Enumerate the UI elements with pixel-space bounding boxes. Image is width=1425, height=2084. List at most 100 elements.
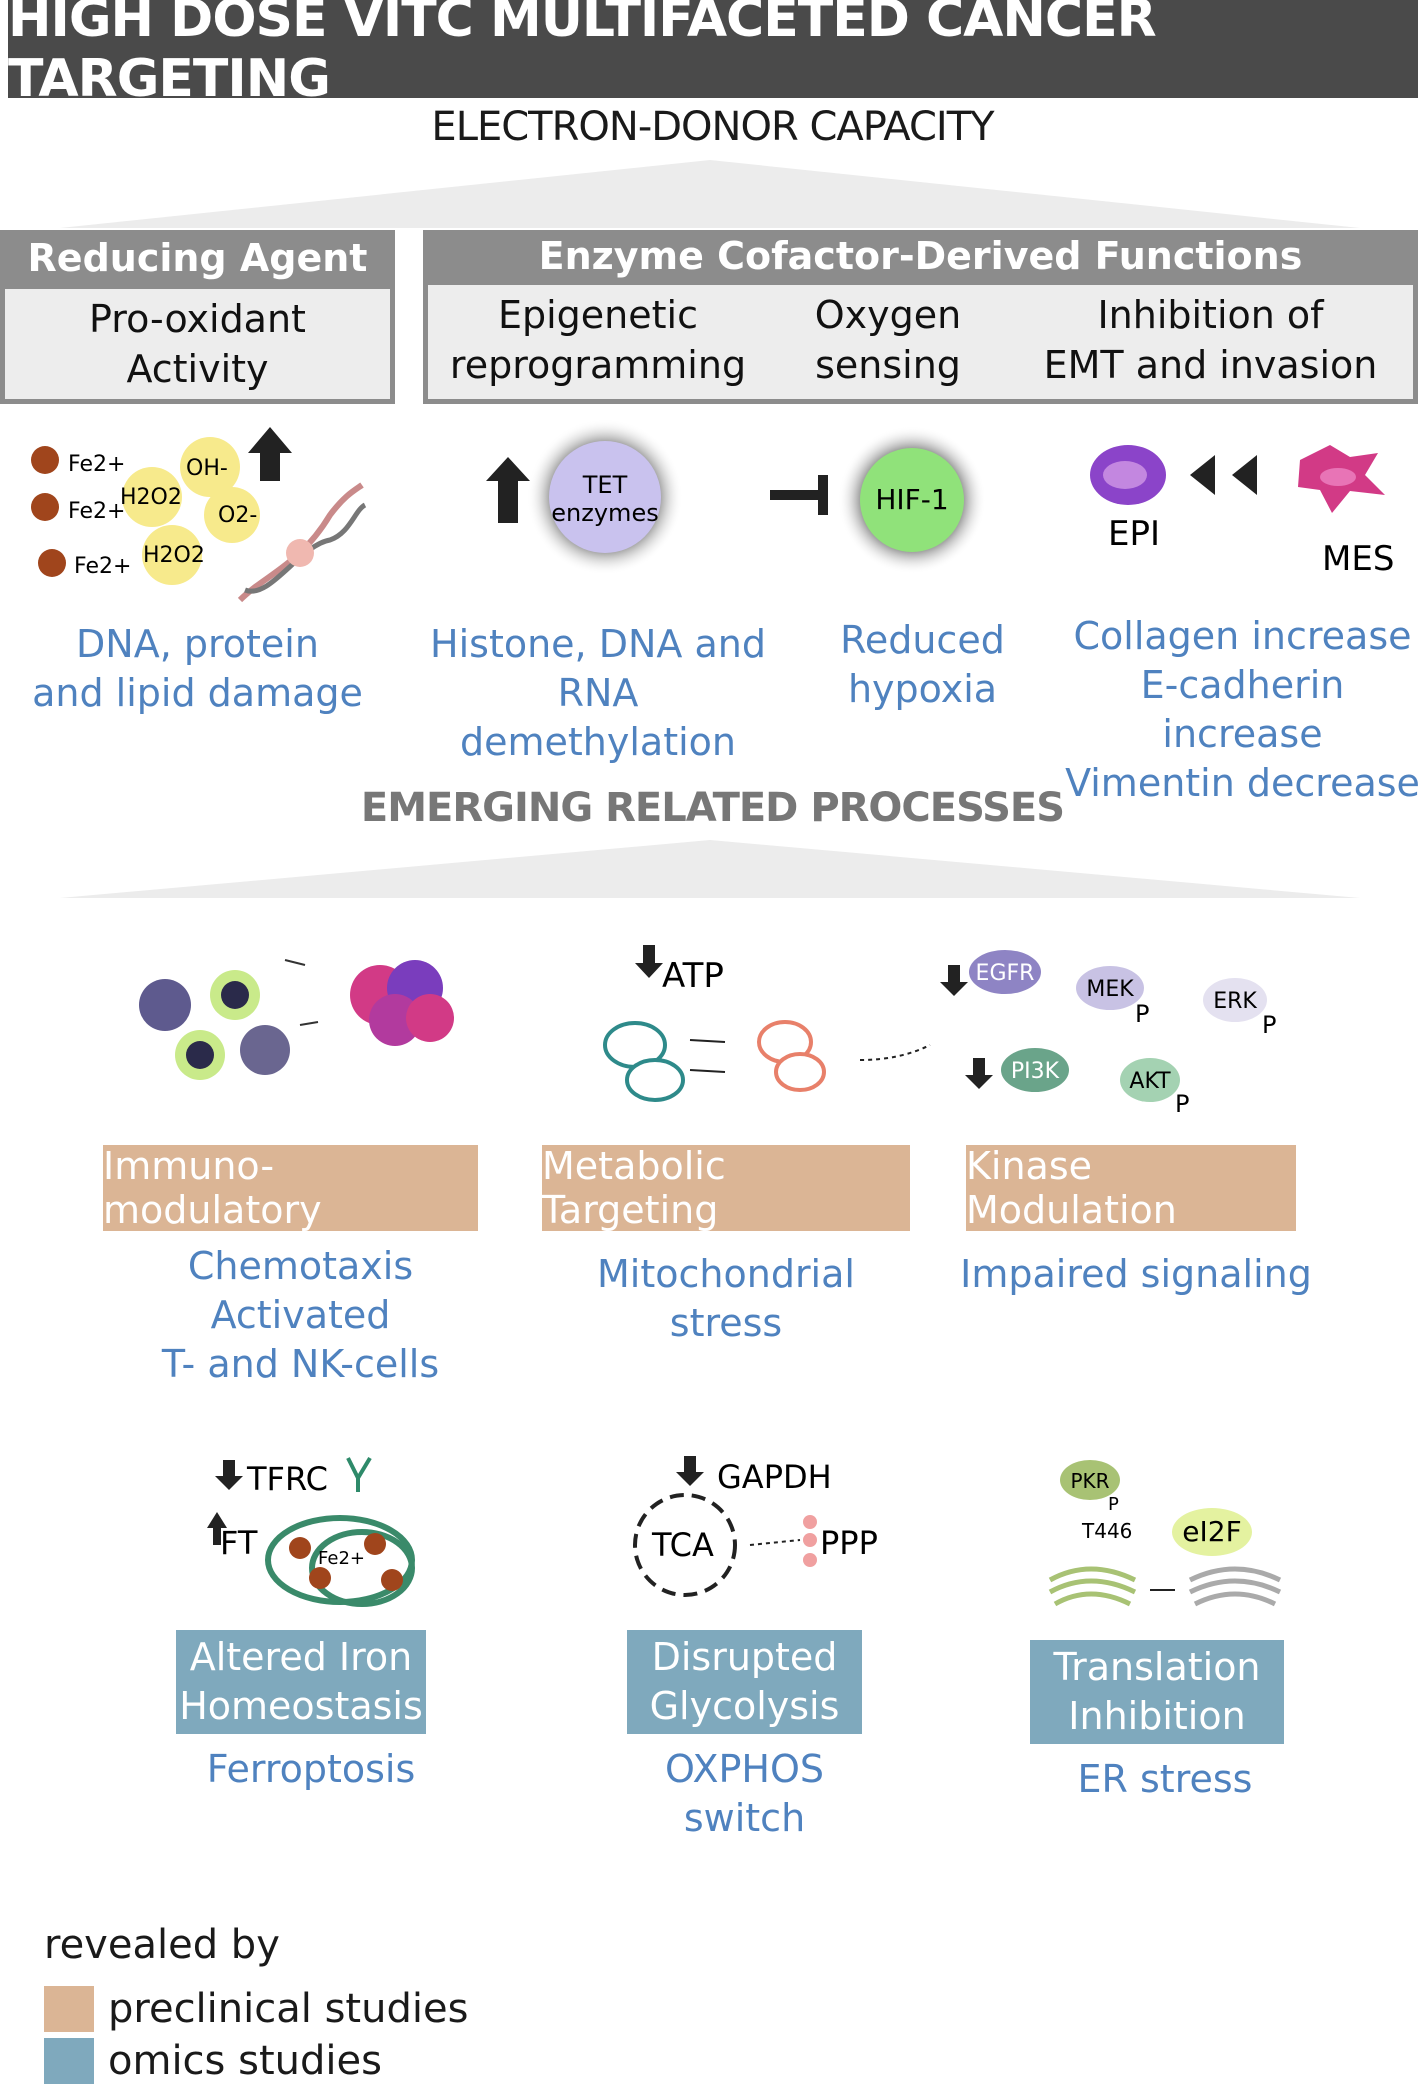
page-title: HIGH DOSE VITC MULTIFACETED CANCER TARGE… (8, 0, 1157, 109)
svg-text:ERK: ERK (1213, 989, 1257, 1014)
svg-text:O2-: O2- (218, 503, 257, 528)
svg-text:EGFR: EGFR (976, 961, 1035, 986)
epigenetic-line1: Epigenetic (497, 293, 698, 337)
kinase-effect-line1: Impaired signaling (960, 1252, 1312, 1296)
immuno-effect: Chemotaxis Activated T- and NK-cells (103, 1242, 498, 1389)
enzyme-cofactor-header: Enzyme Cofactor-Derived Functions (423, 230, 1418, 282)
svg-text:ATP: ATP (662, 956, 724, 996)
iron-homeostasis-icon: TFRC FT Fe2+ (207, 1456, 415, 1607)
svg-text:OH-: OH- (186, 456, 228, 481)
svg-text:PKR: PKR (1070, 1469, 1109, 1493)
emt-line1: Inhibition of (1097, 293, 1324, 337)
title-banner: HIGH DOSE VITC MULTIFACETED CANCER TARGE… (8, 0, 1418, 109)
immuno-modulatory-box: Immuno-modulatory (103, 1144, 478, 1232)
kinase-modulation-label: Kinase Modulation (966, 1144, 1177, 1232)
left-arrow-icon (1190, 455, 1215, 495)
electron-donor-subtitle: ELECTRON-DONOR CAPACITY (431, 104, 994, 150)
iron-effect: Ferroptosis (176, 1745, 446, 1794)
enzyme-cofactor-body: Epigenetic reprogramming Oxygen sensing … (423, 280, 1418, 404)
mitochondria-icon (603, 1020, 931, 1102)
metabolic-effect-line2: stress (669, 1301, 783, 1345)
reducing-effect-line1: DNA, protein (76, 622, 319, 666)
ros-bubbles-icon: H2O2 OH- O2- H2O2 (120, 437, 260, 585)
kinase-effect: Impaired signaling (956, 1250, 1316, 1299)
immuno-modulatory-label: Immuno-modulatory (103, 1144, 322, 1232)
dna-damage-icon (237, 482, 367, 603)
tet-enzyme-icon: TET enzymes (486, 419, 683, 575)
metabolic-targeting-box: Metabolic Targeting (542, 1144, 910, 1232)
svg-text:Fe2+: Fe2+ (68, 452, 125, 477)
legend-swatch-teal (44, 2038, 94, 2084)
svg-text:GAPDH: GAPDH (717, 1458, 832, 1496)
svg-text:T446: T446 (1081, 1519, 1132, 1543)
translation-icon: PKR P T446 eI2F (1048, 1460, 1282, 1607)
disrupted-glycolysis-label-line1: Disrupted (651, 1635, 838, 1679)
tumor-cells-icon (350, 960, 454, 1046)
emt-effect-line2: E-cadherin increase (1140, 663, 1345, 756)
glycolysis-icon: GAPDH TCA PPP (633, 1456, 878, 1597)
fe-ions-icon: Fe2+ Fe2+ Fe2+ (31, 446, 131, 579)
svg-text:TFRC: TFRC (246, 1460, 328, 1498)
hif1-icon: HIF-1 (770, 426, 986, 574)
metabolic-effect-line1: Mitochondrial (597, 1252, 855, 1296)
up-arrow-icon (248, 427, 292, 481)
emerging-title: EMERGING RELATED PROCESSES (360, 785, 1065, 831)
svg-text:P: P (1175, 1090, 1189, 1118)
emt-effect: Collagen increase E-cadherin increase Vi… (1060, 612, 1425, 808)
translation-inhibition-label-line2: Inhibition (1068, 1694, 1246, 1738)
reducing-effect-line2: and lipid damage (32, 671, 363, 715)
legend-title: revealed by (44, 1922, 280, 1968)
reducing-effect: DNA, protein and lipid damage (0, 620, 395, 718)
oxygen-sensing-label: Oxygen sensing (768, 290, 1008, 390)
emt-line2: EMT and invasion (1043, 343, 1378, 387)
svg-text:P: P (1135, 1000, 1149, 1028)
svg-text:Fe2+: Fe2+ (74, 554, 131, 579)
kinase-icon: EGFR MEK P ERK P PI3K AKT P (940, 950, 1276, 1118)
epigenetic-effect-line1: Histone, DNA and (430, 622, 766, 666)
svg-text:FT: FT (220, 1524, 258, 1562)
inhibit-bar-icon (770, 490, 825, 500)
svg-text:H2O2: H2O2 (120, 485, 182, 510)
row2-icons: TFRC FT Fe2+ GAPDH TCA PPP PKR P T446 eI… (207, 1456, 1282, 1607)
altered-iron-label-line1: Altered Iron (189, 1635, 413, 1679)
svg-text:H2O2: H2O2 (143, 543, 205, 568)
epigenetic-label: Epigenetic reprogramming (428, 290, 768, 390)
down-arrow-icon (635, 945, 663, 978)
oxygen-effect-line2: hypoxia (847, 667, 998, 711)
immuno-effect-line2: Activated (210, 1293, 391, 1337)
immune-cells-icon (139, 959, 319, 1080)
svg-text:eI2F: eI2F (1182, 1515, 1241, 1548)
legend-label-preclinical: preclinical studies (108, 1986, 469, 2032)
emt-effect-line3: Vimentin decrease (1065, 761, 1420, 805)
epigenetic-effect: Histone, DNA and RNA demethylation (418, 620, 778, 767)
oxygen-line1: Oxygen (814, 293, 962, 337)
reducing-agent-body: Pro-oxidant Activity (0, 284, 395, 404)
disrupted-glycolysis-label-line2: Glycolysis (649, 1684, 840, 1728)
row1-icons: ATP EGFR MEK P ERK P PI3K AKT P (139, 945, 1276, 1118)
svg-text:Fe2+: Fe2+ (318, 1548, 365, 1569)
svg-text:EPI: EPI (1108, 514, 1160, 554)
kinase-modulation-box: Kinase Modulation (966, 1144, 1296, 1232)
receptor-icon (346, 1456, 372, 1492)
emt-label: Inhibition of EMT and invasion (1008, 290, 1413, 390)
svg-text:MEK: MEK (1086, 977, 1134, 1002)
increase-arrow-icon (486, 457, 530, 523)
metabolic-effect: Mitochondrial stress (542, 1250, 910, 1348)
glycolysis-effect: OXPHOS switch (627, 1745, 862, 1843)
svg-text:TCA: TCA (651, 1526, 714, 1564)
immuno-effect-line3: T- and NK-cells (161, 1342, 440, 1386)
svg-text:P: P (1262, 1011, 1276, 1039)
svg-text:P: P (1108, 1494, 1119, 1515)
legend-label-omics: omics studies (108, 2038, 382, 2084)
legend-swatch-tan (44, 1986, 94, 2032)
svg-text:AKT: AKT (1129, 1069, 1171, 1094)
svg-text:Fe2+: Fe2+ (68, 499, 125, 524)
glycolysis-effect-line1: OXPHOS (664, 1747, 825, 1791)
svg-text:enzymes: enzymes (551, 499, 658, 527)
oxygen-effect: Reduced hypoxia (800, 616, 1045, 714)
enzyme-cofactor-title: Enzyme Cofactor-Derived Functions (538, 234, 1303, 278)
glycolysis-effect-line2: switch (683, 1796, 806, 1840)
top-triangle (60, 160, 1360, 228)
translation-effect: ER stress (1030, 1755, 1300, 1804)
